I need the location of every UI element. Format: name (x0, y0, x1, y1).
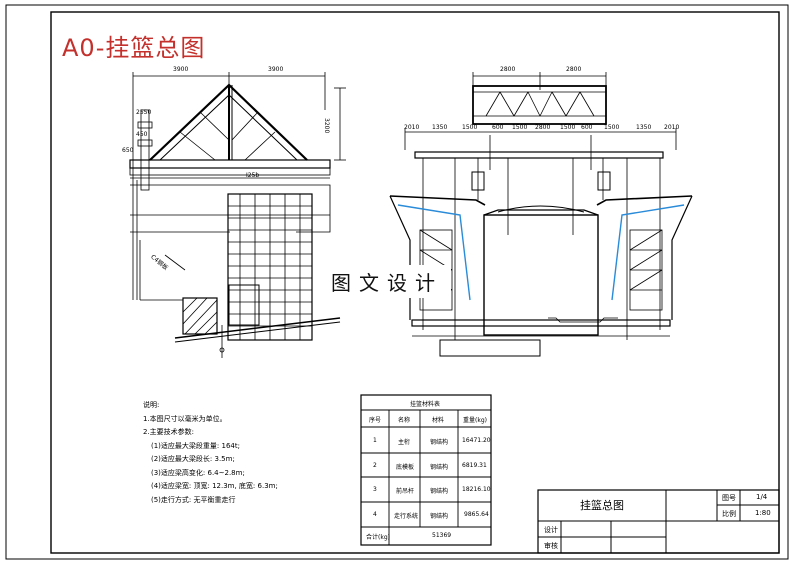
title-block (537, 489, 780, 554)
table-total-value: 51369 (432, 532, 452, 539)
table-cell: 主桁 (398, 439, 411, 446)
dim-left-a: 2550 (136, 109, 152, 116)
dim-right-9: 1350 (636, 124, 652, 131)
table-cell: 前吊杆 (396, 488, 415, 495)
notes-line: (4)适应梁宽: 顶宽: 12.3m, 底宽: 6.3m; (151, 482, 278, 490)
left-elevation-view (129, 72, 346, 358)
notes-line: (1)适应最大梁段重量: 164t; (151, 441, 240, 450)
dim-left-top-2: 3900 (268, 66, 284, 73)
table-total-label: 合计(kg) (366, 534, 390, 541)
title-block-sheet-label: 图号 (722, 494, 736, 502)
table-cell: 1 (373, 437, 377, 444)
dim-right-6: 1500 (560, 124, 576, 131)
dim-right-3: 600 (492, 124, 504, 131)
dim-right-8: 1500 (604, 124, 620, 131)
dim-left-height: 3200 (323, 118, 330, 134)
table-header-no: 序号 (369, 417, 382, 424)
title-block-name: 挂篮总图 (580, 499, 624, 512)
table-header-weight: 重量(kg) (463, 417, 487, 424)
table-cell: 钢结构 (430, 439, 449, 446)
table-cell: 钢结构 (430, 464, 449, 471)
drawing-title: A0-挂篮总图 (62, 34, 206, 62)
table-title: 挂篮材料表 (410, 401, 441, 408)
table-header-name: 名称 (398, 417, 411, 424)
table-cell: 2 (373, 462, 377, 469)
table-cell: 18216.10 (462, 486, 491, 493)
table-cell: 底模板 (396, 464, 415, 471)
title-block-scale-value: 1:80 (755, 509, 771, 517)
dim-left-c: 650 (122, 147, 134, 154)
left-small-label: I25b (246, 172, 260, 179)
notes-line: 2.主要技术参数: (143, 428, 195, 436)
dim-right-7: 600 (581, 124, 593, 131)
dim-left-b: 450 (136, 131, 148, 138)
notes-line: (3)适应梁高变化: 6.4~2.8m; (151, 468, 245, 477)
title-block-sheet-value: 1/4 (756, 493, 768, 501)
table-header-material: 材料 (432, 417, 445, 424)
dim-right-top-2: 2800 (566, 66, 582, 73)
dim-right-top-1: 2800 (500, 66, 516, 73)
dim-right-1: 1350 (432, 124, 448, 131)
table-cell: 16471.20 (462, 437, 491, 444)
dim-right-0: 2010 (404, 124, 420, 131)
right-section-view (389, 72, 693, 357)
notes-line: (2)适应最大梁段长: 3.5m; (151, 455, 235, 463)
title-block-design-label: 设计 (544, 526, 558, 534)
dim-right-2: 1500 (462, 124, 478, 131)
dim-right-10: 2010 (664, 124, 680, 131)
title-block-check-label: 审核 (544, 542, 558, 550)
table-cell: 4 (373, 511, 377, 518)
title-block-scale-label: 比例 (722, 510, 736, 518)
table-cell: 6819.31 (462, 462, 487, 469)
table-cell: 钢结构 (430, 513, 449, 520)
material-table (360, 394, 492, 546)
notes-block: 说明: 1.本图尺寸以毫米为单位。 2.主要技术参数: (1)适应最大梁段重量:… (143, 399, 278, 507)
dim-right-5: 2800 (535, 124, 551, 131)
watermark-text: 图文设计 (323, 265, 451, 298)
notes-line: (5)走行方式: 无平衡重走行 (151, 495, 236, 504)
table-cell: 钢结构 (430, 488, 449, 495)
dim-left-top-1: 3900 (173, 66, 189, 73)
dim-right-4: 1500 (512, 124, 528, 131)
notes-heading: 说明: (143, 401, 160, 409)
table-cell: 9865.64 (464, 511, 489, 518)
notes-line: 1.本图尺寸以毫米为单位。 (143, 414, 227, 423)
table-cell: 3 (373, 486, 377, 493)
table-cell: 走行系统 (394, 513, 419, 520)
